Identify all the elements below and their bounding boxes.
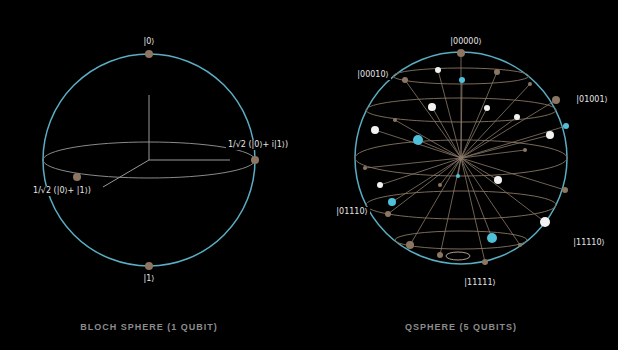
basis-dot — [438, 183, 442, 187]
spoke — [432, 107, 461, 158]
state-label: 1/√2 (|0⟩+ i|1⟩) — [226, 140, 290, 150]
figure-caption: BLOCH SPHERE (1 QUBIT) — [78, 322, 220, 332]
y-axis — [149, 160, 230, 161]
basis-dot — [482, 259, 488, 265]
basis-dot — [552, 96, 560, 104]
basis-dot — [563, 123, 569, 129]
bloch-sphere — [43, 50, 259, 270]
basis-dot — [457, 49, 465, 57]
spoke — [461, 108, 487, 158]
z-axis — [149, 95, 150, 160]
ket-label: |0⟩ — [142, 37, 157, 47]
basis-dot — [437, 252, 443, 258]
latitude — [366, 191, 556, 219]
basis-label: |00010⟩ — [355, 70, 390, 80]
spoke — [380, 158, 461, 185]
figure-caption: QSPHERE (5 QUBITS) — [403, 322, 519, 332]
basis-dot — [514, 114, 520, 120]
latitude — [395, 231, 527, 249]
spoke — [461, 135, 550, 158]
state-dot — [145, 50, 153, 58]
center-dot — [459, 156, 463, 160]
basis-dot — [456, 174, 460, 178]
basis-label: |11111⟩ — [462, 278, 497, 288]
spoke — [461, 158, 485, 262]
state-label: 1/√2 (|0⟩+ |1⟩) — [31, 186, 93, 196]
basis-dot — [377, 182, 383, 188]
spoke — [438, 70, 461, 158]
spoke — [461, 158, 520, 245]
basis-dot — [528, 82, 532, 86]
spoke — [375, 130, 461, 158]
basis-dot — [546, 131, 554, 139]
qsphere — [355, 49, 569, 265]
basis-dot — [494, 69, 500, 75]
basis-dot — [428, 103, 436, 111]
spoke — [461, 158, 498, 180]
basis-dot — [385, 211, 391, 217]
spoke — [392, 158, 461, 202]
basis-dot — [459, 77, 465, 83]
ket-label: |1⟩ — [142, 274, 157, 284]
spoke — [461, 100, 556, 158]
basis-label: |11110⟩ — [571, 238, 606, 248]
spoke — [461, 84, 530, 158]
basis-dot — [518, 243, 522, 247]
state-dot — [145, 262, 153, 270]
basis-dot — [435, 67, 441, 73]
basis-dot — [406, 241, 414, 249]
basis-dot — [540, 217, 550, 227]
state-dot — [251, 156, 259, 164]
spoke — [388, 158, 461, 214]
sphere-outline — [355, 52, 567, 264]
basis-dot — [393, 118, 397, 122]
sphere-outline — [43, 54, 255, 266]
basis-label: |00000⟩ — [448, 37, 483, 47]
spoke — [461, 150, 525, 158]
spoke — [461, 158, 565, 190]
spoke — [461, 80, 462, 158]
state-dot — [73, 173, 81, 181]
phase-ring — [446, 252, 470, 260]
basis-dot — [494, 176, 502, 184]
basis-dot — [487, 233, 497, 243]
basis-dot — [562, 187, 568, 193]
spoke — [461, 53, 462, 158]
x-axis — [103, 160, 149, 187]
spoke — [418, 140, 461, 158]
basis-dot — [484, 105, 490, 111]
basis-dot — [388, 198, 396, 206]
basis-label: |01110⟩ — [334, 207, 369, 217]
basis-dot — [363, 166, 367, 170]
spoke — [395, 120, 461, 158]
spoke — [440, 158, 461, 255]
spoke — [405, 80, 461, 158]
spoke — [461, 126, 566, 158]
basis-label: |01001⟩ — [574, 95, 609, 105]
basis-dot — [402, 77, 408, 83]
spoke — [410, 158, 461, 245]
basis-dot — [523, 148, 527, 152]
basis-dot — [371, 126, 379, 134]
basis-dot — [413, 135, 423, 145]
